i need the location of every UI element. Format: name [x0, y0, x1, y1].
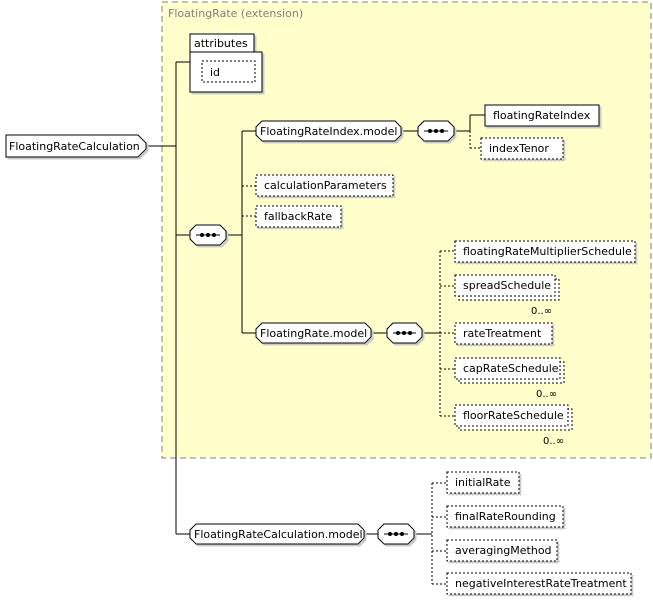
element-final-rate-rounding[interactable]: finalRateRounding: [446, 505, 564, 528]
element-floor-rate-schedule[interactable]: floorRateSchedule 0..∞: [454, 404, 573, 447]
element-floating-rate-index[interactable]: floatingRateIndex: [484, 104, 600, 127]
rate-treatment-label: rateTreatment: [463, 327, 542, 340]
element-spread-schedule[interactable]: spreadSchedule 0..∞: [454, 274, 560, 317]
element-initial-rate[interactable]: initialRate: [446, 471, 520, 494]
group-floating-rate-model[interactable]: FloatingRate.model: [255, 322, 372, 344]
fallback-rate-label: fallbackRate: [264, 210, 332, 223]
calculation-parameters-label: calculationParameters: [264, 179, 387, 192]
root-label: FloatingRateCalculation: [9, 140, 140, 153]
attributes-title: attributes: [194, 37, 248, 50]
final-rate-rounding-label: finalRateRounding: [455, 510, 556, 523]
element-averaging-method[interactable]: averagingMethod: [446, 539, 558, 562]
floating-rate-index-label: floatingRateIndex: [493, 109, 591, 122]
spread-schedule-label: spreadSchedule: [463, 279, 551, 292]
cap-rate-schedule-label: capRateSchedule: [463, 362, 559, 375]
floating-rate-multiplier-schedule-label: floatingRateMultiplierSchedule: [463, 245, 632, 258]
sequence-compositor-index: [417, 120, 455, 142]
attribute-id-label: id: [210, 66, 220, 79]
element-fallback-rate[interactable]: fallbackRate: [255, 205, 342, 228]
sequence-compositor-rate: [386, 322, 423, 344]
group-floating-rate-calculation-model[interactable]: FloatingRateCalculation.model: [189, 523, 365, 545]
sequence-compositor-main: [189, 224, 227, 246]
attribute-id[interactable]: [201, 60, 256, 83]
group-floating-rate-index-model[interactable]: FloatingRateIndex.model: [255, 120, 402, 142]
negative-interest-rate-treatment-label: negativeInterestRateTreatment: [455, 577, 627, 590]
attributes-box: attributes id: [189, 33, 263, 93]
floating-rate-calculation-model-label: FloatingRateCalculation.model: [194, 528, 363, 541]
element-negative-interest-rate-treatment[interactable]: negativeInterestRateTreatment: [446, 572, 632, 595]
cap-rate-schedule-cardinality: 0..∞: [536, 389, 557, 400]
floating-rate-index-model-label: FloatingRateIndex.model: [260, 125, 397, 138]
root-element[interactable]: FloatingRateCalculation: [5, 134, 147, 158]
sequence-compositor-calc: [377, 523, 415, 545]
element-cap-rate-schedule[interactable]: capRateSchedule 0..∞: [454, 357, 565, 400]
floor-rate-schedule-label: floorRateSchedule: [463, 409, 564, 422]
floating-rate-model-label: FloatingRate.model: [260, 327, 367, 340]
averaging-method-label: averagingMethod: [455, 544, 552, 557]
spread-schedule-cardinality: 0..∞: [531, 306, 552, 317]
element-floating-rate-multiplier-schedule[interactable]: floatingRateMultiplierSchedule: [454, 240, 636, 263]
index-tenor-label: indexTenor: [489, 142, 549, 155]
floor-rate-schedule-cardinality: 0..∞: [543, 436, 564, 447]
element-index-tenor[interactable]: indexTenor: [480, 137, 564, 160]
extension-title: FloatingRate (extension): [168, 7, 303, 20]
element-calculation-parameters[interactable]: calculationParameters: [255, 174, 394, 197]
initial-rate-label: initialRate: [455, 476, 511, 489]
element-rate-treatment[interactable]: rateTreatment: [454, 322, 553, 345]
connectors: [146, 61, 485, 585]
